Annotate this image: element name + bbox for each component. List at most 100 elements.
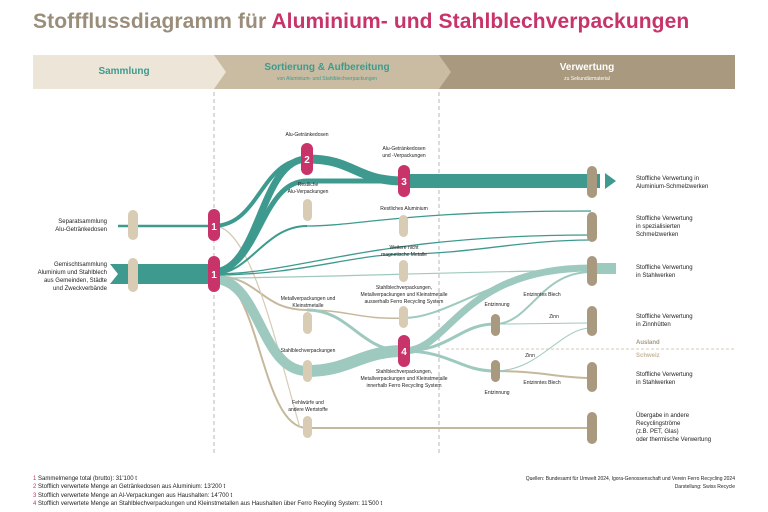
header-arrow-2 bbox=[439, 55, 451, 89]
dest-2-line3: Schmelzwerken bbox=[636, 232, 678, 238]
node-dest-uebergabe bbox=[587, 412, 597, 444]
footnote-4-num: 4 bbox=[33, 500, 37, 507]
label-innerhalb-3: innerhalb Ferro Recycling System bbox=[366, 383, 441, 389]
marker-3: 3 bbox=[401, 177, 407, 188]
label-stahlblechverpackungen: Stahlblechverpackungen bbox=[281, 348, 336, 354]
dest-4-line2: in Zinnhütten bbox=[636, 322, 671, 328]
flow-entzinntes-blech-1 bbox=[494, 271, 592, 325]
flow-metall-zu-4 bbox=[306, 308, 405, 353]
label-entzinntes-blech-2: Entzinntes Blech bbox=[523, 380, 560, 386]
source-gemisch-line2: Aluminium und Stahlblech bbox=[38, 270, 107, 276]
label-metallverp-1: Metallverpackungen und bbox=[281, 296, 336, 302]
arrowhead-alu bbox=[605, 173, 616, 189]
dest-6-line1: Übergabe in andere bbox=[636, 412, 690, 419]
node-restliches-aluminium bbox=[399, 215, 408, 237]
node-dest-spezial bbox=[587, 212, 597, 242]
footnote-1-text: Sammelmenge total (brutto): 31'100 t bbox=[38, 476, 137, 482]
label-ausserhalb-3: ausserhalb Ferro Recycling System bbox=[365, 299, 444, 305]
header-sortierung-bg bbox=[214, 55, 439, 89]
footnote-4-text: Stofflich verwertete Menge an Stahlblech… bbox=[38, 500, 383, 507]
flow-stahlblech bbox=[213, 274, 308, 376]
dest-5-line2: in Stahlwerken bbox=[636, 380, 675, 386]
column-title-verwertung: Verwertung bbox=[560, 62, 614, 73]
dest-3-line1: Stoffliche Verwertung bbox=[636, 265, 693, 271]
marker-2: 2 bbox=[304, 155, 310, 166]
marker-1a-pill bbox=[208, 209, 220, 241]
footnotes: 1 Sammelmenge total (brutto): 31'100 t 2… bbox=[33, 475, 382, 508]
label-entzinnung-1: Entzinnung bbox=[484, 302, 509, 308]
flow-zinn-1 bbox=[494, 322, 592, 325]
sources-note-line2: Darstellung: Swiss Recycle bbox=[674, 484, 735, 490]
source-gemisch-line3: aus Gemeinden, Städte bbox=[44, 278, 108, 284]
region-ausland: Ausland bbox=[636, 340, 660, 346]
flow-nicht-magnetisch bbox=[213, 253, 405, 276]
column-subtitle-verwertung: zu Sekundärmaterial bbox=[564, 76, 610, 82]
flow-gemisch-stahlwerk bbox=[213, 269, 592, 279]
sources-note: Quellen: Bundesamt für Umwelt 2024, Igor… bbox=[526, 475, 735, 491]
flow-gemisch-restliche-alu bbox=[213, 178, 308, 274]
flow-stahlwerk-end bbox=[591, 263, 616, 274]
label-ausserhalb-1: Stahlblechverpackungen, bbox=[376, 285, 432, 291]
node-fehlwuerfe bbox=[303, 416, 312, 438]
flow-separat-fehl bbox=[213, 225, 301, 429]
node-restliche-alu bbox=[303, 199, 312, 221]
dest-3-line2: in Stahlwerken bbox=[636, 273, 675, 279]
title-part-2: Aluminium- und Stahlblechverpackungen bbox=[271, 10, 690, 33]
node-dest-zinnhuetten bbox=[587, 306, 597, 336]
marker-1b-pill bbox=[208, 256, 220, 292]
flow-zinn-2 bbox=[494, 327, 592, 372]
source-gemisch-line1: Gemischtsammlung bbox=[54, 262, 107, 268]
node-ausserhalb bbox=[399, 306, 408, 328]
dest-1-line1: Stoffliche Verwertung in bbox=[636, 176, 699, 182]
dest-5-line1: Stoffliche Verwertung bbox=[636, 372, 693, 378]
footnote-2-num: 2 bbox=[33, 484, 37, 491]
label-zinn-2: Zinn bbox=[525, 353, 535, 359]
header-sammlung-bg bbox=[33, 55, 214, 89]
flow-4-entzinnung-1 bbox=[403, 322, 496, 353]
label-nicht-magnetisch-2: magnetische Metalle bbox=[381, 252, 427, 258]
marker-2-pill bbox=[301, 143, 313, 175]
dest-6-line3: (z.B. PET, Glas) bbox=[636, 429, 679, 435]
source-separat-line1: Separatsammlung bbox=[58, 219, 107, 225]
label-zinn-1: Zinn bbox=[549, 314, 559, 320]
footnote-3: 3 Stofflich verwertete Menge an Al-Verpa… bbox=[33, 492, 382, 500]
source-separat-line2: Alu-Getränkedosen bbox=[55, 227, 107, 233]
column-title-sammlung: Sammlung bbox=[98, 66, 149, 77]
footnote-3-text: Stofflich verwertete Menge an Al-Verpack… bbox=[38, 492, 233, 499]
node-dest-alu bbox=[587, 166, 597, 198]
dest-6-line2: Recyclingströme bbox=[636, 421, 681, 427]
flow-2-3 bbox=[306, 154, 405, 186]
footnote-4: 4 Stofflich verwertete Menge an Stahlble… bbox=[33, 500, 382, 508]
header-verwertung-bg bbox=[439, 55, 735, 89]
label-alu-getraenkedosen: Alu-Getränkedosen bbox=[285, 132, 328, 138]
footnote-1-num: 1 bbox=[33, 476, 37, 482]
column-subtitle-sortierung: von Aluminium- und Stahlblechverpackunge… bbox=[277, 76, 377, 82]
footnote-3-num: 3 bbox=[33, 492, 37, 499]
footnote-1: 1 Sammelmenge total (brutto): 31'100 t bbox=[33, 475, 382, 483]
title-part-1: Stoffflussdiagramm für bbox=[33, 10, 267, 33]
region-schweiz: Schweiz bbox=[636, 353, 660, 359]
flow-gemisch-tail bbox=[110, 264, 128, 284]
node-entzinnung-1 bbox=[491, 314, 500, 336]
label-alu-verp-1: Alu-Getränkedosen bbox=[382, 146, 425, 152]
flow-gemisch-2 bbox=[212, 155, 308, 276]
label-innerhalb-1: Stahlblechverpackungen, bbox=[376, 369, 432, 375]
label-restliches-aluminium: Restliches Aluminium bbox=[380, 206, 428, 212]
header-arrow-1 bbox=[214, 55, 226, 89]
flow-spezial-schmelzwerke bbox=[213, 234, 592, 275]
label-nicht-magnetisch-1: Weitere nicht bbox=[389, 245, 419, 251]
node-entzinnung-2 bbox=[491, 360, 500, 382]
page-title: Stoffflussdiagramm für Aluminium- und St… bbox=[33, 10, 689, 34]
marker-4: 4 bbox=[401, 347, 407, 358]
node-gemisch bbox=[128, 258, 138, 292]
flow-nicht-magnetisch-2 bbox=[403, 239, 592, 255]
nodes bbox=[128, 166, 597, 444]
node-stahlblech bbox=[303, 360, 312, 382]
column-title-sortierung: Sortierung & Aufbereitung bbox=[264, 62, 389, 73]
marker-4-pill bbox=[398, 335, 410, 367]
label-ausserhalb-2: Metallverpackungen und Kleinstmetalle bbox=[361, 292, 448, 298]
node-dest-stahlwerk-1 bbox=[587, 256, 597, 286]
destination-labels: Stoffliche Verwertung in Aluminium-Schme… bbox=[636, 176, 711, 443]
label-restliche-alu-2: Alu-Verpackungen bbox=[288, 189, 329, 195]
